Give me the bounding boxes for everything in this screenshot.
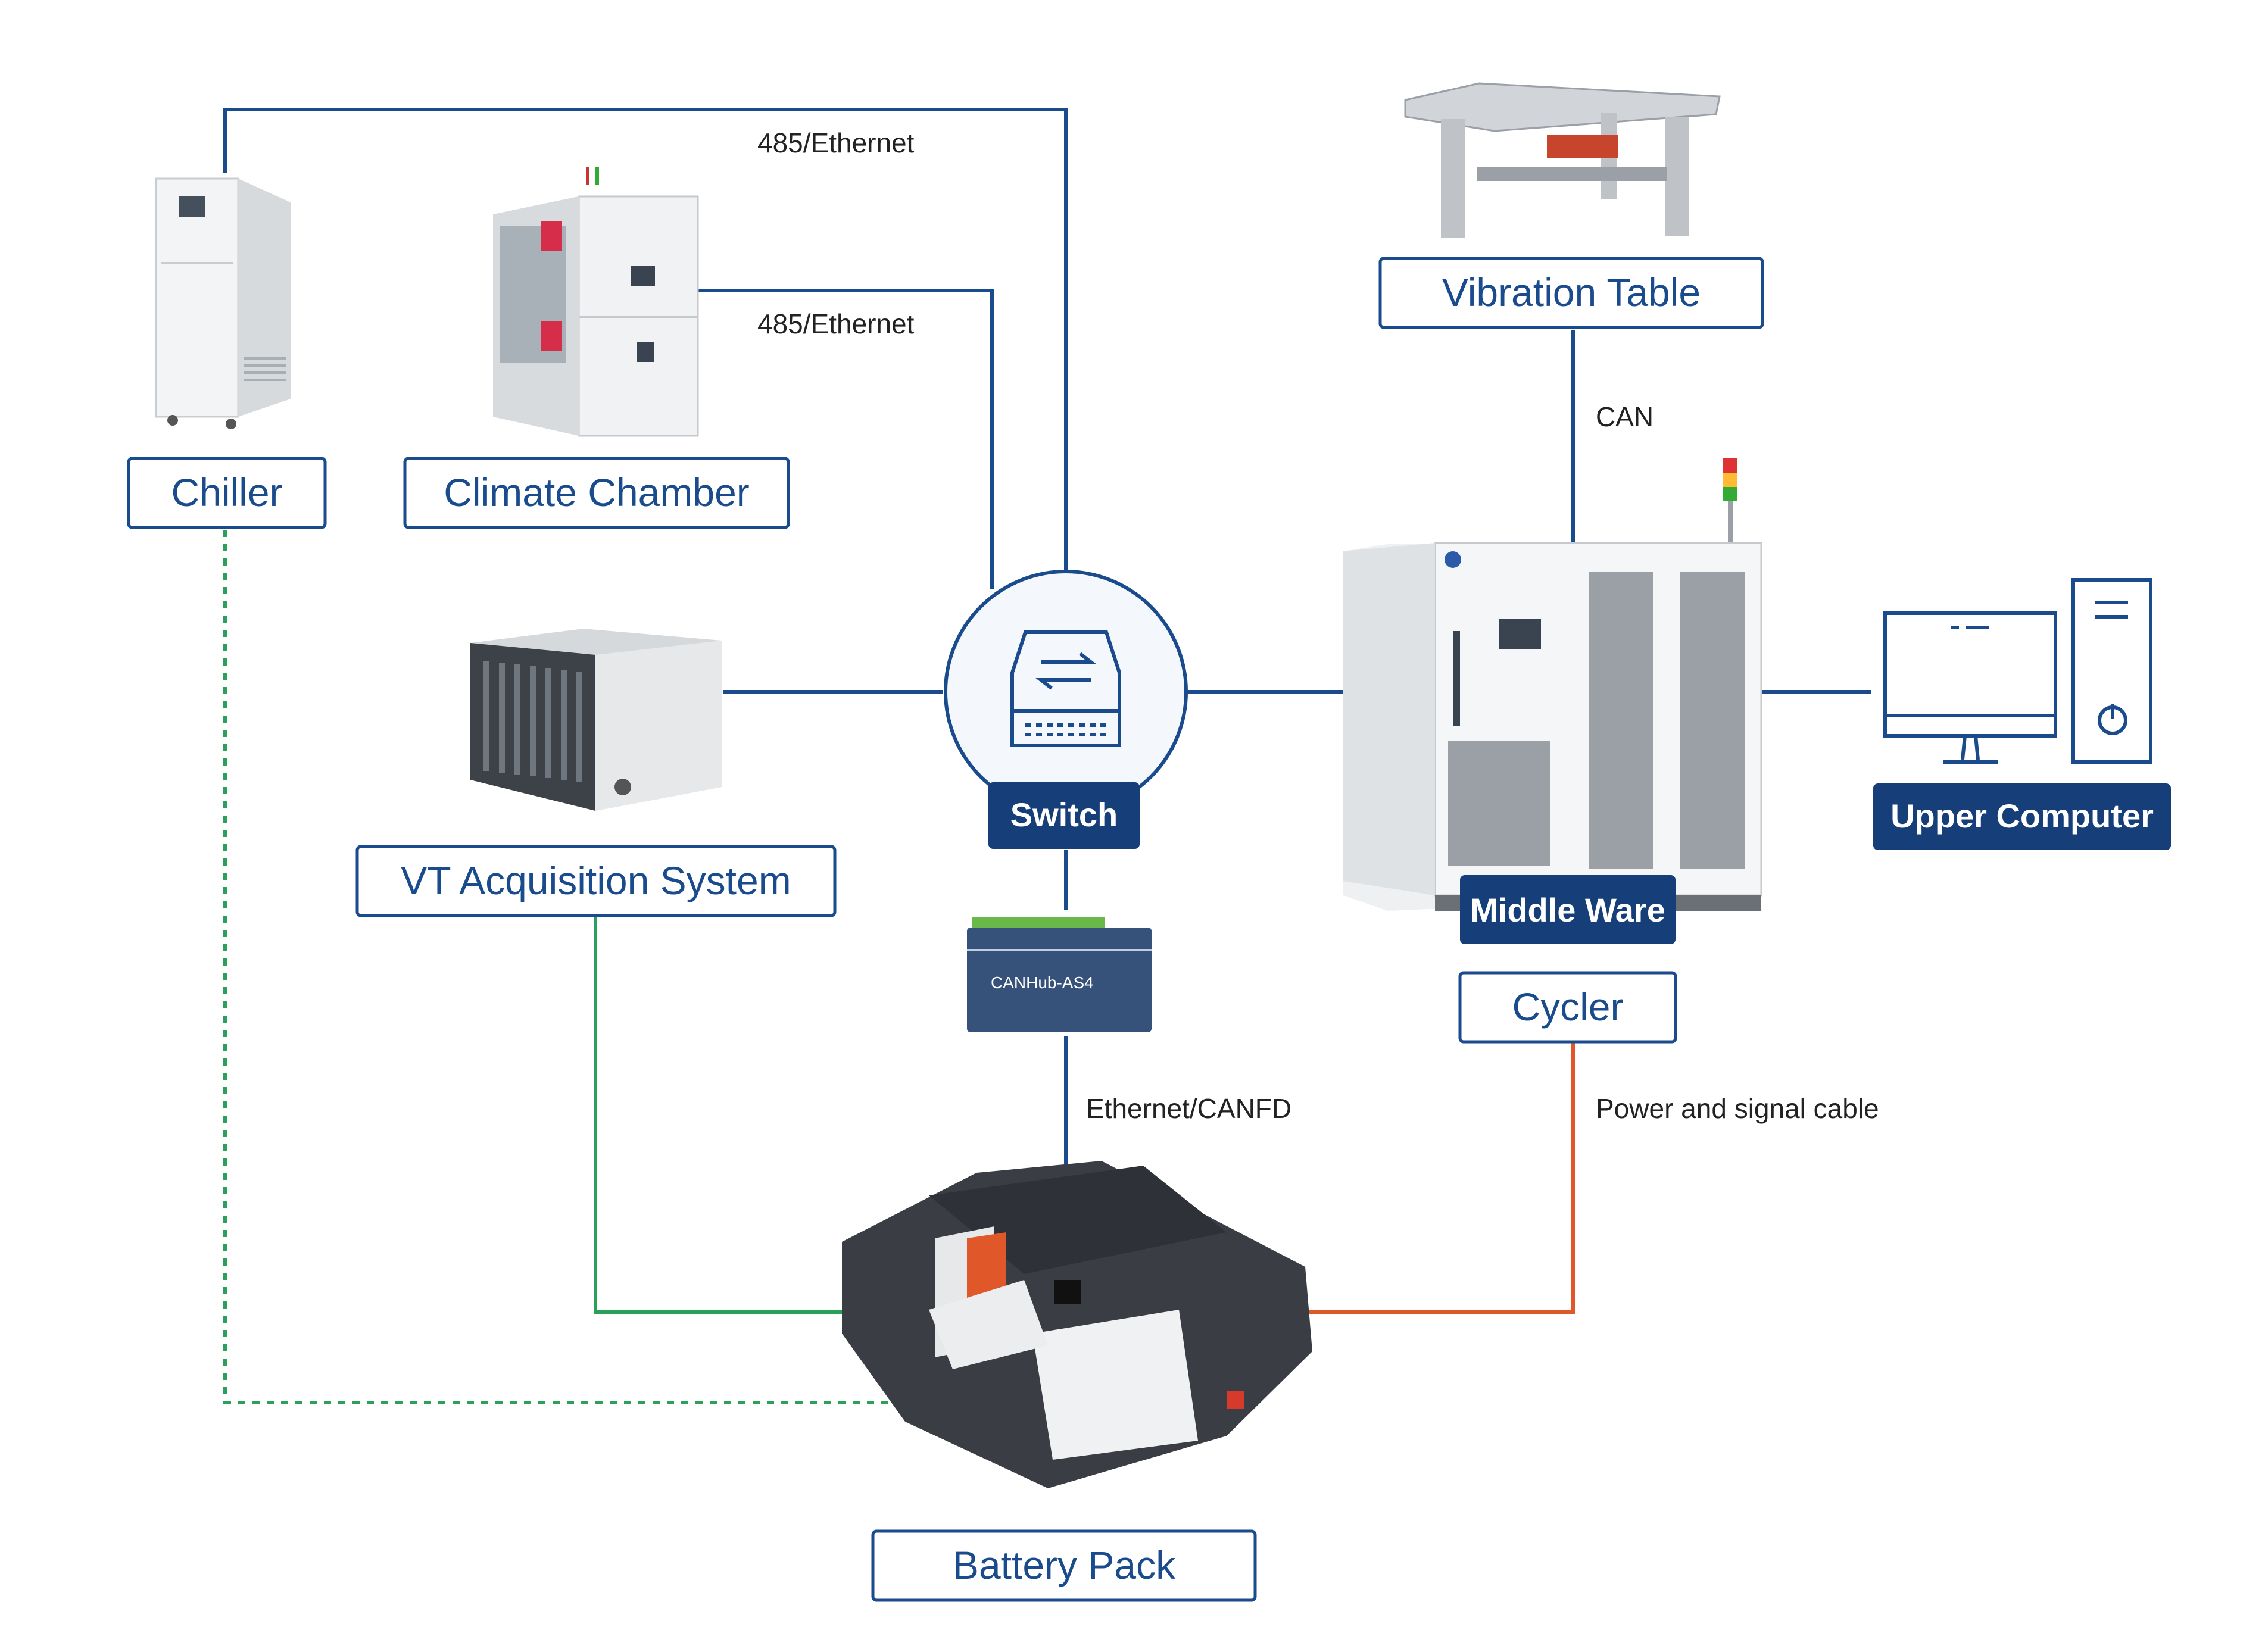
vt-acquisition-device [470, 629, 722, 811]
middle-ware-label: Middle Ware [1470, 891, 1665, 929]
chiller-battery-cooling-line [223, 530, 965, 1404]
canhub-device: CANHub-AS4 [967, 917, 1152, 1032]
switch-arrows-icon [1010, 630, 1121, 747]
vibration-table-label-box[interactable]: Vibration Table [1378, 257, 1764, 329]
switch-label-box [988, 782, 1140, 849]
cycler-link-label: Power and signal cable [1596, 1093, 1879, 1124]
canhub-link-label: Ethernet/CANFD [1086, 1093, 1291, 1124]
climate-link-line [698, 289, 994, 589]
cycler-battery-power-line [1298, 1043, 1575, 1314]
switch-circle [944, 570, 1188, 814]
vt-acquisition-label-box[interactable]: VT Acquisition System [355, 845, 837, 917]
middle-ware-label-box[interactable]: Middle Ware [1460, 875, 1676, 944]
chiller-device [155, 177, 291, 429]
vibration-table-label: Vibration Table [1442, 270, 1701, 314]
switch-node[interactable]: Switch [944, 570, 1188, 849]
canhub-brand: CANHub-AS4 [991, 973, 1094, 992]
climate-link-label: 485/Ethernet [757, 308, 915, 339]
battery-pack-label-box[interactable]: Battery Pack [871, 1529, 1257, 1602]
upper-computer-label-box[interactable]: Upper Computer [1873, 783, 2171, 850]
cycler-device [1343, 458, 1762, 911]
chiller-link-label: 485/Ethernet [757, 127, 915, 158]
vibration-link-label: CAN [1596, 401, 1653, 432]
vt-acquisition-label: VT Acquisition System [401, 858, 791, 902]
chiller-label: Chiller [171, 470, 282, 514]
chiller-link-line [223, 108, 1068, 573]
switch-label: Switch [1010, 796, 1118, 833]
battery-pack-device [842, 1161, 1312, 1488]
monitor-icon [1883, 611, 2057, 764]
battery-pack-label: Battery Pack [953, 1543, 1176, 1587]
chiller-label-box[interactable]: Chiller [127, 457, 327, 529]
climate-chamber-label-box[interactable]: Climate Chamber [403, 457, 790, 529]
climate-chamber-label: Climate Chamber [444, 470, 750, 514]
vibration-table-device [1404, 82, 1721, 238]
cycler-label: Cycler [1512, 985, 1623, 1029]
climate-chamber-device [493, 167, 699, 437]
upper-computer-device [1883, 578, 2152, 764]
pc-tower-icon [2071, 578, 2152, 764]
vt-battery-line [594, 917, 851, 1314]
upper-computer-label: Upper Computer [1890, 797, 2154, 835]
cycler-label-box[interactable]: Cycler [1458, 971, 1677, 1044]
